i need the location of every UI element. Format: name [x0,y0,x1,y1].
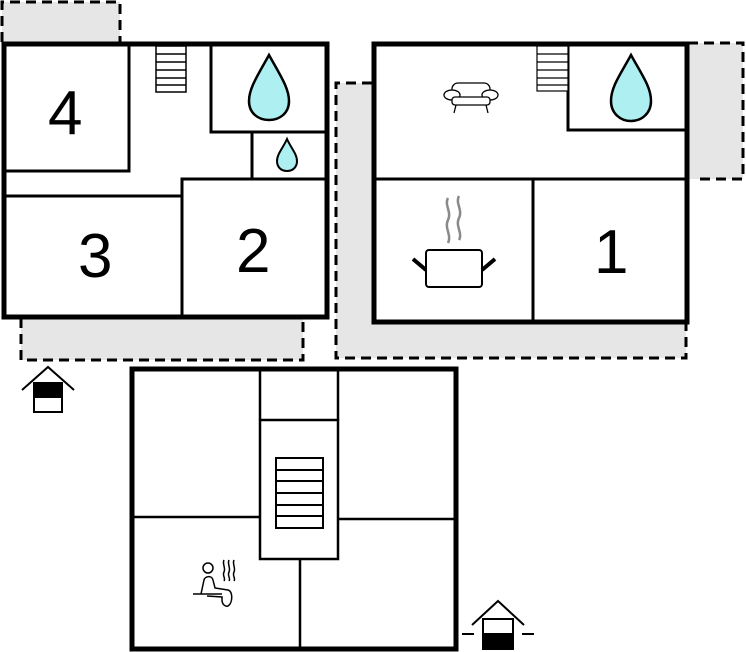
entrance-icon [21,365,75,413]
room-label-4: 4 [48,79,83,148]
terrace-top-right [688,41,745,181]
sofa-icon [443,82,499,114]
stairs-icon [275,457,324,529]
entrance-icon [462,599,534,650]
floor-upper-left [1,41,330,320]
stairs-icon [536,45,569,92]
terrace-top-left [0,0,122,42]
cooking-pot-icon [411,195,497,288]
room-label-1: 1 [594,218,629,287]
stairs-icon [155,45,187,93]
floor-upper-right [371,41,690,325]
floor-basement [129,366,459,652]
room-label-2: 2 [236,217,271,286]
water-drop-icon [247,52,291,122]
small-water-drop-icon [275,136,299,173]
sauna-icon [193,559,236,607]
terrace-bottom-left [19,318,305,362]
room-label-3: 3 [78,222,113,291]
water-drop-icon [609,52,653,123]
terrace-right-wrap [334,81,688,360]
